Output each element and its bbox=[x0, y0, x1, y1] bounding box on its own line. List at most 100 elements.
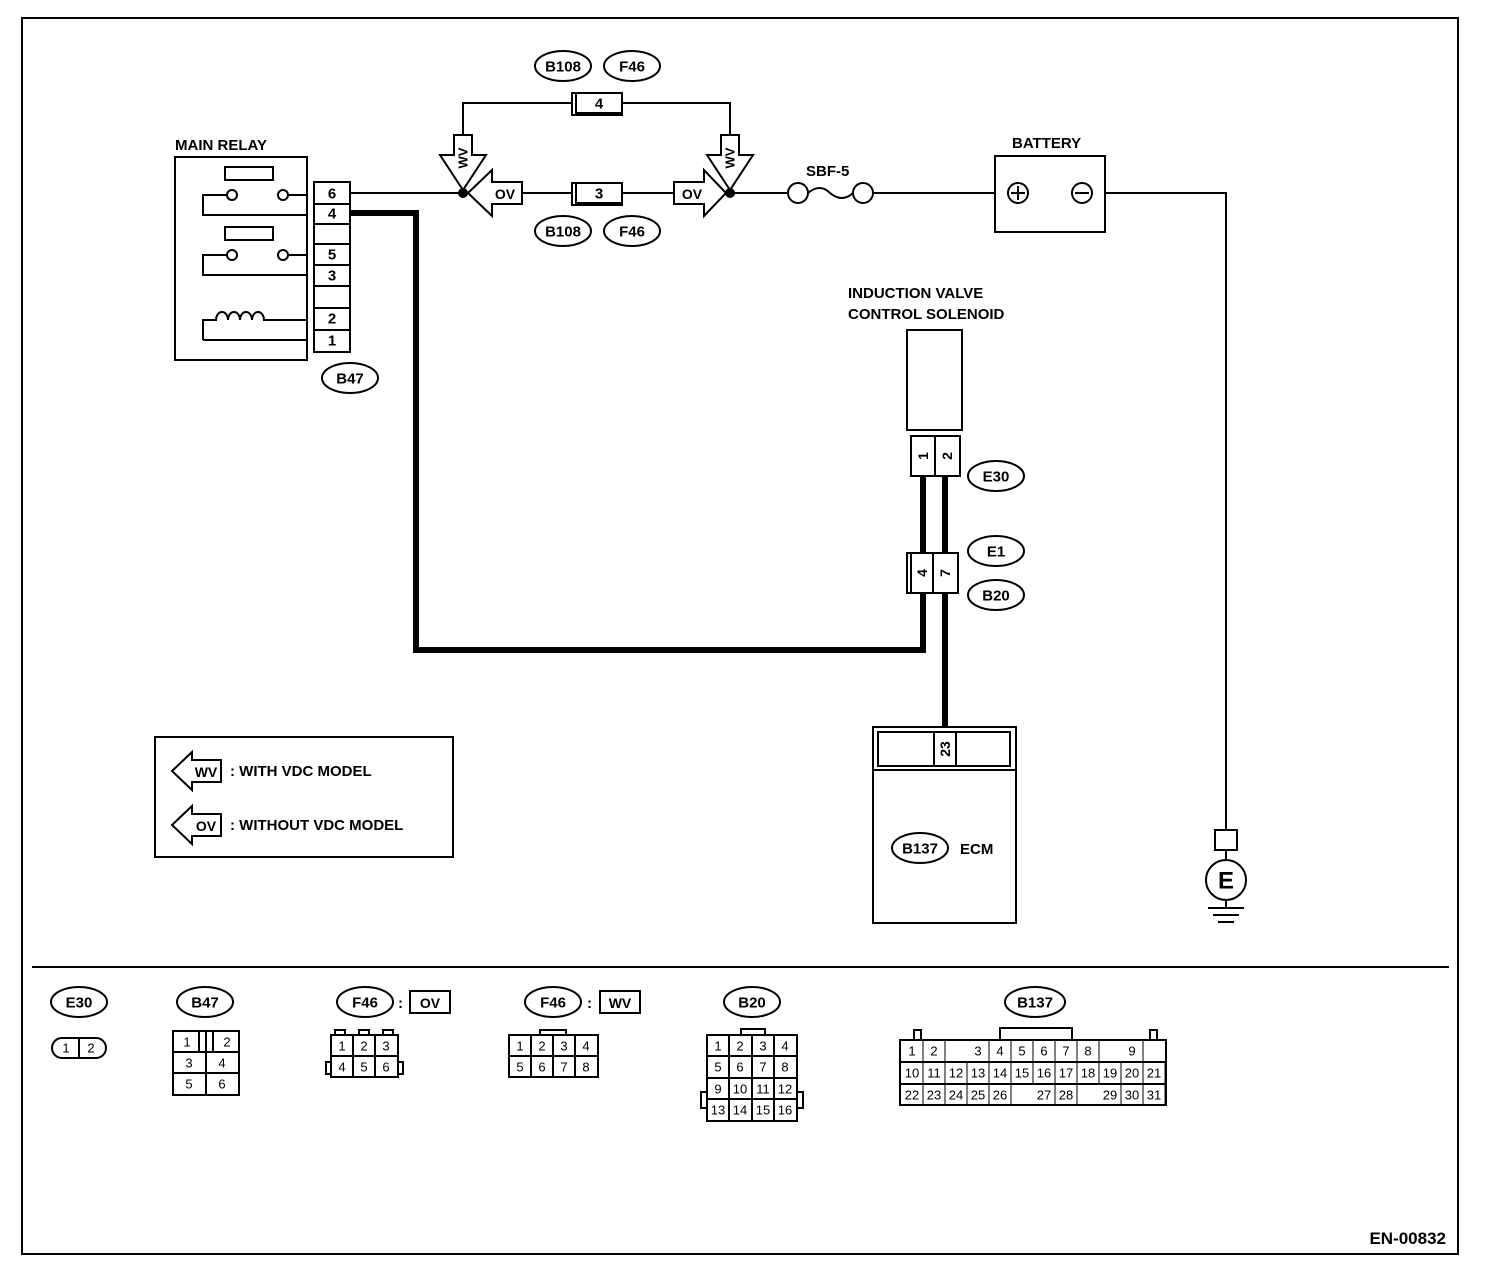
svg-text:8: 8 bbox=[781, 1060, 788, 1075]
svg-text:14: 14 bbox=[733, 1103, 747, 1118]
b137-pin: 6 bbox=[1040, 1044, 1047, 1059]
svg-text:E30: E30 bbox=[66, 995, 93, 1012]
svg-text:2: 2 bbox=[360, 1039, 367, 1054]
svg-text:3: 3 bbox=[759, 1039, 766, 1054]
b137-pin: 4 bbox=[996, 1044, 1003, 1059]
connector-b47: B47 bbox=[321, 362, 379, 394]
b137-pin: 5 bbox=[1018, 1044, 1025, 1059]
ov-arrow-right: OV bbox=[673, 167, 728, 219]
b137-pin: 12 bbox=[949, 1066, 963, 1081]
connector-b108-bottom: B108 bbox=[534, 215, 592, 247]
relay-pin: 2 bbox=[328, 311, 336, 328]
b137-pin: 9 bbox=[1128, 1044, 1135, 1059]
svg-text::: : bbox=[587, 995, 592, 1012]
connector-view-b47: B47 1 2 3 4 5 6 bbox=[172, 986, 240, 1096]
svg-text:1: 1 bbox=[338, 1039, 345, 1054]
b137-pin: 30 bbox=[1125, 1088, 1139, 1103]
svg-text:9: 9 bbox=[714, 1082, 721, 1097]
figure-id: EN-00832 bbox=[1369, 1229, 1446, 1248]
svg-text:OV: OV bbox=[495, 186, 516, 202]
main-relay-label: MAIN RELAY bbox=[175, 137, 267, 154]
b137-pin: 28 bbox=[1059, 1088, 1073, 1103]
relay-pin: 3 bbox=[328, 268, 336, 285]
svg-text:2: 2 bbox=[736, 1039, 743, 1054]
svg-text:F46: F46 bbox=[619, 59, 645, 76]
svg-text:1: 1 bbox=[62, 1041, 69, 1056]
svg-text:4: 4 bbox=[218, 1056, 225, 1071]
svg-text:15: 15 bbox=[756, 1103, 770, 1118]
svg-text:SBF-5: SBF-5 bbox=[806, 163, 849, 180]
b137-pin: 22 bbox=[905, 1088, 919, 1103]
b137-pin: 10 bbox=[905, 1066, 919, 1081]
connector-view-f46-wv: F46 : WV 1 2 3 4 5 6 7 8 bbox=[508, 986, 641, 1078]
svg-text:6: 6 bbox=[218, 1077, 225, 1092]
b137-pin: 17 bbox=[1059, 1066, 1073, 1081]
b137-pin: 8 bbox=[1084, 1044, 1091, 1059]
legend-wv-tag: WV bbox=[195, 764, 218, 780]
ov-arrow-left: OV bbox=[466, 167, 523, 219]
legend-ov-tag: OV bbox=[196, 818, 217, 834]
connector-b20: B20 bbox=[967, 579, 1025, 611]
b137-pin: 19 bbox=[1103, 1066, 1117, 1081]
battery-label: BATTERY bbox=[1012, 135, 1081, 152]
connector-e30: E30 bbox=[967, 460, 1025, 492]
svg-text:B20: B20 bbox=[982, 588, 1010, 605]
svg-text:7: 7 bbox=[759, 1060, 766, 1075]
b137-pin: 15 bbox=[1015, 1066, 1029, 1081]
b137-pin: 24 bbox=[949, 1088, 963, 1103]
fuse-sbf5: SBF-5 bbox=[787, 163, 874, 204]
b137-pin: 7 bbox=[1062, 1044, 1069, 1059]
b137-pin: 25 bbox=[971, 1088, 985, 1103]
svg-text:OV: OV bbox=[682, 186, 703, 202]
connector-b137: B137 bbox=[902, 841, 938, 858]
svg-text:4: 4 bbox=[781, 1039, 788, 1054]
svg-text:5: 5 bbox=[360, 1060, 367, 1075]
svg-text:F46: F46 bbox=[619, 224, 645, 241]
svg-text:3: 3 bbox=[185, 1056, 192, 1071]
svg-text:WV: WV bbox=[456, 147, 471, 168]
svg-text:5: 5 bbox=[714, 1060, 721, 1075]
wv-arrow-left: WV bbox=[438, 134, 488, 192]
svg-text:4: 4 bbox=[595, 96, 604, 113]
legend-wv-text: : WITH VDC MODEL bbox=[230, 763, 372, 780]
joint-connector-e1-b20: 4 7 bbox=[906, 552, 959, 594]
b137-pin: 29 bbox=[1103, 1088, 1117, 1103]
b137-pin: 18 bbox=[1081, 1066, 1095, 1081]
svg-text:6: 6 bbox=[736, 1060, 743, 1075]
splice-point-left bbox=[458, 188, 468, 198]
svg-text:4: 4 bbox=[914, 569, 930, 577]
connector-view-f46-ov: F46 : OV 1 2 3 4 5 6 bbox=[325, 986, 451, 1078]
svg-text:2: 2 bbox=[87, 1041, 94, 1056]
battery: BATTERY bbox=[994, 135, 1106, 233]
svg-text:6: 6 bbox=[382, 1060, 389, 1075]
svg-text:B137: B137 bbox=[1017, 995, 1053, 1012]
connector-b108-top: B108 bbox=[534, 50, 592, 82]
relay-pin-block: 6 4 5 3 2 1 bbox=[313, 181, 351, 353]
svg-text:E1: E1 bbox=[987, 544, 1005, 561]
ecm-label: ECM bbox=[960, 841, 993, 858]
b137-pin: 20 bbox=[1125, 1066, 1139, 1081]
svg-text:2: 2 bbox=[538, 1039, 545, 1054]
svg-text:8: 8 bbox=[582, 1060, 589, 1075]
svg-text:B108: B108 bbox=[545, 59, 581, 76]
svg-text:1: 1 bbox=[714, 1039, 721, 1054]
ecm: 23 B137 ECM bbox=[872, 726, 1017, 924]
ground-e: E bbox=[1205, 829, 1247, 923]
svg-text::: : bbox=[398, 995, 403, 1012]
b137-pin: 3 bbox=[974, 1044, 981, 1059]
svg-text:E: E bbox=[1218, 868, 1234, 895]
wv-arrow-right: WV bbox=[705, 134, 755, 192]
svg-text:12: 12 bbox=[778, 1082, 792, 1097]
svg-text:INDUCTION VALVE: INDUCTION VALVE bbox=[848, 285, 983, 302]
svg-text:B20: B20 bbox=[738, 995, 766, 1012]
svg-text:3: 3 bbox=[595, 186, 603, 203]
relay-pin: 5 bbox=[328, 247, 336, 264]
relay-pin: 1 bbox=[328, 333, 336, 350]
svg-text:11: 11 bbox=[756, 1082, 770, 1097]
svg-text:B47: B47 bbox=[336, 371, 364, 388]
connector-f46-bottom: F46 bbox=[603, 215, 661, 247]
b137-pin: 14 bbox=[993, 1066, 1007, 1081]
svg-text:1: 1 bbox=[516, 1039, 523, 1054]
svg-text:23: 23 bbox=[937, 741, 953, 757]
svg-text:WV: WV bbox=[609, 995, 632, 1011]
